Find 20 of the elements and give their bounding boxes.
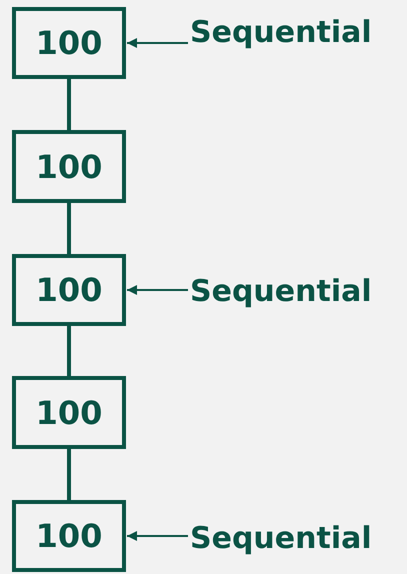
label-text: Sequential	[190, 12, 405, 52]
connector-line	[67, 449, 71, 500]
connector-line	[67, 79, 71, 130]
value-text: 100	[36, 271, 102, 309]
value-box	[12, 7, 126, 79]
label-text: Sequential	[190, 518, 405, 558]
label-text: Sequential	[190, 271, 405, 311]
arrow	[127, 285, 188, 295]
value-text: 100	[36, 148, 102, 186]
value-box	[12, 130, 126, 203]
value-text: 100	[36, 517, 102, 555]
value-box	[12, 376, 126, 449]
value-box	[12, 254, 126, 326]
arrow	[127, 38, 188, 48]
value-text: 100	[36, 394, 102, 432]
connector-line	[67, 326, 71, 376]
connector-line	[67, 203, 71, 254]
arrow	[127, 531, 188, 541]
value-box	[12, 500, 126, 572]
value-text: 100	[36, 24, 102, 62]
